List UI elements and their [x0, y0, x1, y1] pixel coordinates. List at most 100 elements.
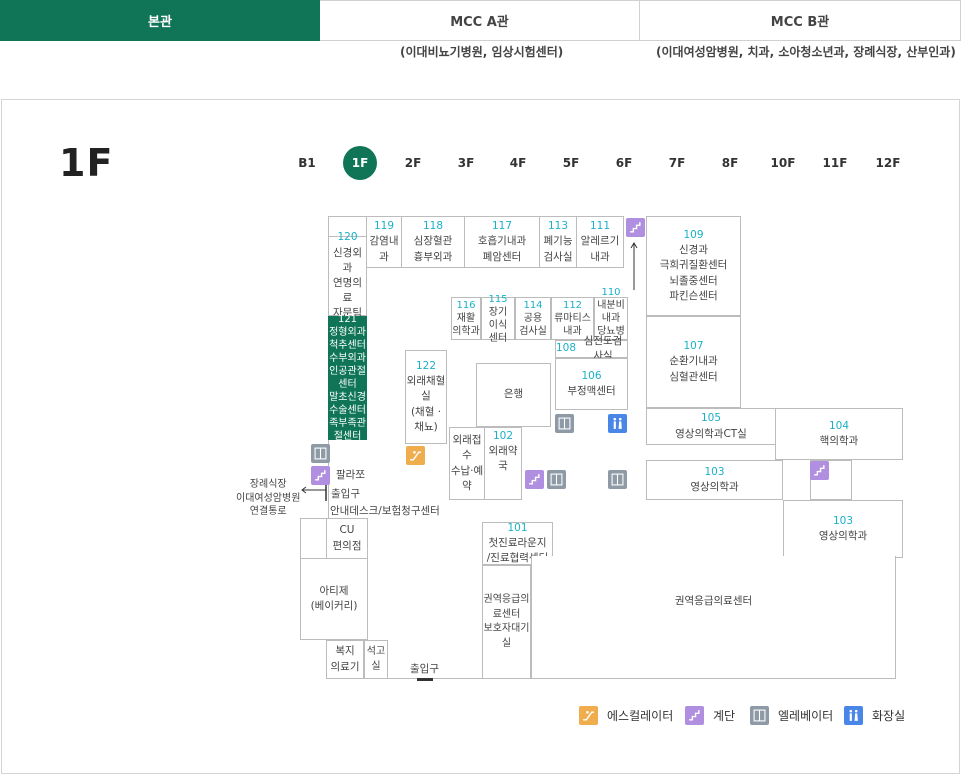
room-name: 영상의학과CT실 — [675, 427, 747, 440]
room-name: 영상의학과 — [690, 481, 739, 493]
room-115[interactable]: 115 장기 이식 센터 — [481, 294, 515, 344]
room-103-a[interactable]: 103 영상의학과 — [646, 460, 783, 500]
tab-mcc-b-subtitle: (이대여성암병원, 치과, 소아청소년과, 장례식장, 산부인과) — [656, 45, 956, 59]
elevator-icon[interactable] — [547, 470, 566, 489]
room-name: 은행 — [503, 388, 524, 401]
room-name: 알레르기 내과 — [580, 235, 620, 263]
room-113[interactable]: 113 폐기능 검사실 — [539, 216, 577, 268]
reception[interactable]: 외래접수 수납·예약 — [449, 427, 485, 500]
room-116[interactable]: 116 재활 의학과 — [451, 297, 481, 340]
room-number: 103 — [704, 465, 725, 478]
info-desk-label: 안내데스크/보험청구센터 — [330, 505, 440, 517]
floor-button-2f[interactable]: 2F — [404, 156, 422, 170]
floor-button-6f[interactable]: 6F — [615, 156, 633, 170]
stairs-icon[interactable] — [810, 461, 829, 480]
emergency-center[interactable]: 권역응급의료센터 — [531, 556, 896, 679]
room-102[interactable]: 102 외래약국 — [484, 427, 522, 500]
floor-title: 1F — [59, 141, 114, 185]
room-name: 석고실 — [366, 646, 386, 672]
escalator-icon[interactable] — [406, 446, 425, 465]
tab-mcc-a[interactable]: MCC A관 — [320, 0, 640, 41]
stairs-icon[interactable] — [525, 470, 544, 489]
room-number: 117 — [491, 220, 513, 233]
er-guardian-room[interactable]: 권역응급의료센터 보호자대기실 — [482, 565, 531, 679]
room-name: 외래약국 — [488, 445, 518, 473]
room-name: 외래접수 수납·예약 — [450, 434, 484, 492]
room-103-b[interactable]: 103 영상의학과 — [783, 500, 903, 558]
legend-elevator: 엘레베이터 — [750, 704, 833, 726]
room-number: 108 — [556, 342, 577, 355]
room-number: 101 — [507, 521, 528, 534]
floor-button-3f[interactable]: 3F — [457, 156, 475, 170]
bakery[interactable]: 아티제 (베이커리) — [300, 558, 368, 640]
legend-label: 계단 — [713, 708, 736, 723]
tab-mcc-b[interactable]: MCC B관 — [640, 0, 961, 41]
restroom-icon — [844, 705, 863, 725]
room-name: 영상의학과 — [818, 530, 868, 542]
tab-mcc-a-subtitle: (이대비뇨기병원, 임상시험센터) — [400, 45, 564, 59]
room-110[interactable]: 110 내분비내과 당뇨병센터 — [594, 287, 628, 350]
floor-button-10f[interactable]: 10F — [770, 156, 796, 170]
restroom-icon[interactable] — [608, 414, 627, 433]
funeral-link-label: 장례식장 이대여성암병원 연결통로 — [236, 479, 301, 517]
legend-escalator: 에스컬레이터 — [579, 704, 673, 726]
room-number: 113 — [547, 220, 569, 233]
bottom-entrance-label: 출입구 — [410, 663, 439, 675]
room-109[interactable]: 109 신경과 극희귀질환센터 뇌졸중센터 파킨슨센터 — [646, 216, 741, 316]
room-name: 호흡기내과 폐암센터 — [477, 235, 527, 263]
floor-button-7f[interactable]: 7F — [668, 156, 686, 170]
room-name: 신경과 극희귀질환센터 뇌졸중센터 파킨슨센터 — [659, 244, 728, 302]
floor-button-4f[interactable]: 4F — [509, 156, 527, 170]
elevator-icon[interactable] — [608, 470, 627, 489]
room-118[interactable]: 118 심장혈관 흉부외과 — [401, 216, 465, 268]
stairs-icon[interactable] — [626, 218, 645, 237]
room-114[interactable]: 114 공용 검사실 — [515, 297, 551, 340]
room-121[interactable]: 121 정형외과 척추센터 수부외과 인공관절센터 말초신경수술센터 족부족관절… — [328, 314, 367, 442]
room-name: CU 편의점 — [332, 524, 362, 552]
elevator-icon[interactable] — [311, 444, 330, 463]
stairs-icon[interactable] — [311, 466, 330, 485]
plaster-room[interactable]: 석고실 — [364, 640, 388, 679]
tab-main-building[interactable]: 본관 — [0, 0, 320, 41]
room-122[interactable]: 122 외래채혈실 (채혈 · 채뇨) — [405, 350, 447, 444]
floor-button-b1[interactable]: B1 — [298, 156, 316, 170]
floor-map-panel — [1, 99, 960, 774]
room-number: 103 — [832, 514, 854, 527]
room-117[interactable]: 117 호흡기내과 폐암센터 — [464, 216, 540, 268]
room-number: 110 — [601, 287, 621, 298]
room-number: 114 — [523, 300, 543, 311]
room-119[interactable]: 119 감염내과 — [366, 216, 402, 268]
room-number: 116 — [456, 300, 476, 311]
room-112[interactable]: 112 류마티스 내과 — [551, 297, 594, 340]
floor-button-5f[interactable]: 5F — [562, 156, 580, 170]
elevator-icon[interactable] — [555, 414, 574, 433]
floor-button-8f[interactable]: 8F — [721, 156, 739, 170]
room-107[interactable]: 107 순환기내과 심혈관센터 — [646, 316, 741, 408]
room-number: 121 — [337, 314, 358, 325]
room-104[interactable]: 104 핵의학과 — [775, 408, 903, 460]
room-number: 118 — [422, 220, 444, 233]
floor-button-11f[interactable]: 11F — [822, 156, 848, 170]
room-108[interactable]: 108 심전도검사실 — [555, 335, 628, 362]
room-name: 정형외과 척추센터 수부외과 인공관절센터 말초신경수술센터 족부족관절센터 — [329, 327, 366, 442]
room-name: 권역응급의료센터 보호자대기실 — [483, 594, 530, 649]
legend-label: 화장실 — [872, 708, 906, 723]
floor-button-12f[interactable]: 12F — [875, 156, 901, 170]
cu-store[interactable]: CU 편의점 — [326, 518, 368, 559]
bank[interactable]: 은행 — [476, 363, 551, 427]
room-120[interactable]: 120 신경외과 연명의료 자문팀 — [328, 231, 367, 319]
room-name: 복지 의료기 — [330, 645, 360, 673]
room-name: 감염내과 — [369, 235, 399, 263]
room-106[interactable]: 106 부정맥센터 — [555, 358, 628, 410]
room-name: 부정맥센터 — [567, 385, 616, 397]
room-name: 핵의학과 — [819, 435, 859, 447]
side-entrance-label: 출입구 — [331, 488, 360, 500]
room-number: 107 — [683, 340, 704, 353]
room-number: 122 — [415, 359, 437, 372]
room-111[interactable]: 111 알레르기 내과 — [576, 216, 624, 268]
welfare-store[interactable]: 복지 의료기 — [326, 640, 364, 679]
room-number: 119 — [373, 220, 395, 233]
floor-button-1f[interactable]: 1F — [343, 146, 377, 180]
room-105[interactable]: 105 영상의학과CT실 — [646, 408, 776, 445]
